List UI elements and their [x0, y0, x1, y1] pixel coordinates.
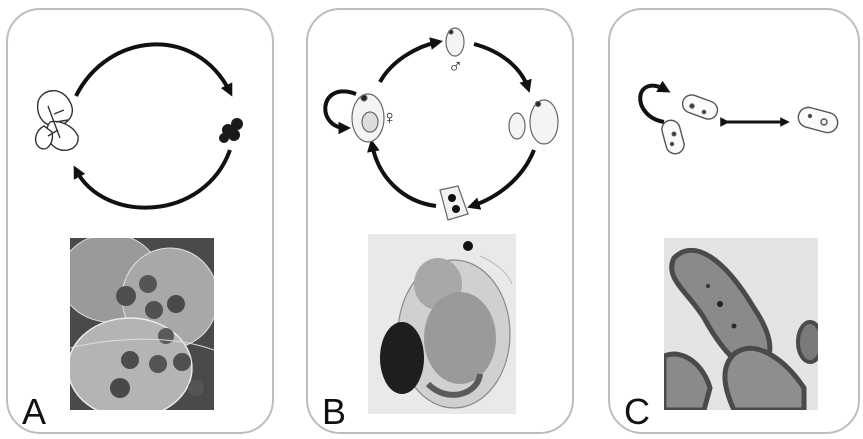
daphnia-pair-icon	[508, 99, 559, 145]
female-symbol: ♀	[382, 107, 397, 129]
arrow-bottom	[73, 149, 232, 210]
daphnia-male-icon	[445, 27, 465, 57]
arrow-top	[74, 42, 233, 97]
self-loop-arrow	[638, 80, 671, 124]
arrow-to-male	[378, 37, 444, 84]
seed-pods-photo	[70, 238, 214, 410]
ephippium-icon	[439, 185, 469, 221]
self-loop-arrow	[323, 89, 357, 135]
panel-label-c: C	[624, 391, 650, 432]
bacterium-icon	[797, 106, 839, 134]
arrow-to-pair	[473, 42, 532, 93]
daphnia-micrograph	[368, 234, 516, 414]
daphnia-female-icon	[351, 93, 385, 143]
panel-c: C	[608, 8, 860, 434]
seed-cluster-icon	[219, 118, 243, 143]
life-cycle-diagram-c	[638, 80, 839, 155]
bacteria-dividing-icon	[661, 94, 719, 155]
panel-label-a: A	[22, 391, 47, 432]
panel-b: ♂ ♀ B	[306, 8, 574, 434]
arrow-to-ephippium	[467, 149, 536, 210]
leaf-icon	[34, 90, 79, 152]
panel-a: A	[6, 8, 274, 434]
male-symbol: ♂	[448, 56, 463, 78]
arrow-to-female	[367, 138, 437, 208]
life-cycle-diagram-b	[323, 27, 559, 221]
bacteria-electron-micrograph	[664, 238, 818, 410]
life-cycle-diagram-a	[34, 42, 243, 210]
panel-label-b: B	[322, 391, 347, 432]
